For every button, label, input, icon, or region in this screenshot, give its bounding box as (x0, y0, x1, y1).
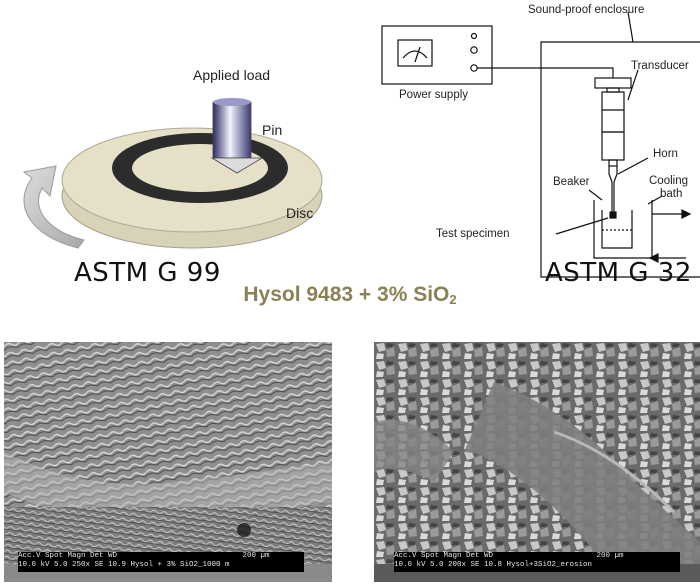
cavitation-apparatus-diagram (381, 11, 700, 278)
sem-texture-erosion (374, 342, 700, 564)
sem-info-bar-erosion: Acc.V Spot Magn Det WD 10.0 kV 5.0 200x … (394, 552, 680, 572)
pin-on-disc-diagram (22, 98, 323, 249)
test-specimen-label: Test specimen (436, 228, 510, 240)
pin-top (213, 98, 251, 106)
rotation-arrow-icon (22, 165, 85, 249)
pin-tip (210, 157, 264, 174)
composite-title: Hysol 9483 + 3% SiO2 (0, 283, 700, 307)
power-supply-box (381, 25, 493, 85)
power-supply-label: Power supply (399, 89, 469, 101)
applied-load-label: Applied load (193, 67, 271, 83)
meter-icon (397, 39, 433, 67)
sem-texture-wear (4, 342, 332, 564)
title-text: Hysol 9483 + 3% SiO (243, 283, 450, 306)
sem-info-bar-wear: Acc.V Spot Magn Det WD 10.0 kV 5.0 250x … (18, 552, 304, 572)
transducer-label: Transducer (631, 60, 689, 72)
beaker-label: Beaker (553, 176, 590, 188)
pin-label: Pin (262, 122, 283, 138)
sem-header-wear: Acc.V Spot Magn Det WD (18, 552, 118, 560)
sem-image-erosion: Acc.V Spot Magn Det WD 10.0 kV 5.0 200x … (374, 342, 700, 582)
bath-label: bath (660, 188, 683, 200)
sem-scale-erosion: 200 µm (570, 552, 650, 562)
caption-astm-g99: ASTM G 99 (74, 258, 221, 288)
horn-label: Horn (653, 148, 678, 160)
sound-proof-enclosure (540, 41, 700, 278)
pin-body (212, 101, 252, 159)
sound-proof-enclosure-label: Sound-proof enclosure (528, 4, 645, 16)
sem-header-erosion: Acc.V Spot Magn Det WD (394, 552, 494, 560)
sem-scale-label-wear: 200 µm (242, 552, 270, 560)
sem-values-erosion: 10.0 kV 5.0 200x SE 10.8 Hysol+3SiO2_ero… (394, 561, 593, 569)
cooling-label: Cooling (649, 175, 688, 187)
caption-astm-g32: ASTM G 32 (545, 258, 692, 288)
disc-label: Disc (286, 205, 314, 221)
sem-image-wear: Acc.V Spot Magn Det WD 10.0 kV 5.0 250x … (4, 342, 332, 582)
sem-values-wear: 10.0 kV 5.0 250x SE 10.9 Hysol + 3% SiO2… (18, 561, 230, 569)
title-subscript: 2 (449, 292, 457, 307)
sem-scale-wear: 200 µm (216, 552, 296, 562)
sem-scale-label-erosion: 200 µm (596, 552, 624, 560)
